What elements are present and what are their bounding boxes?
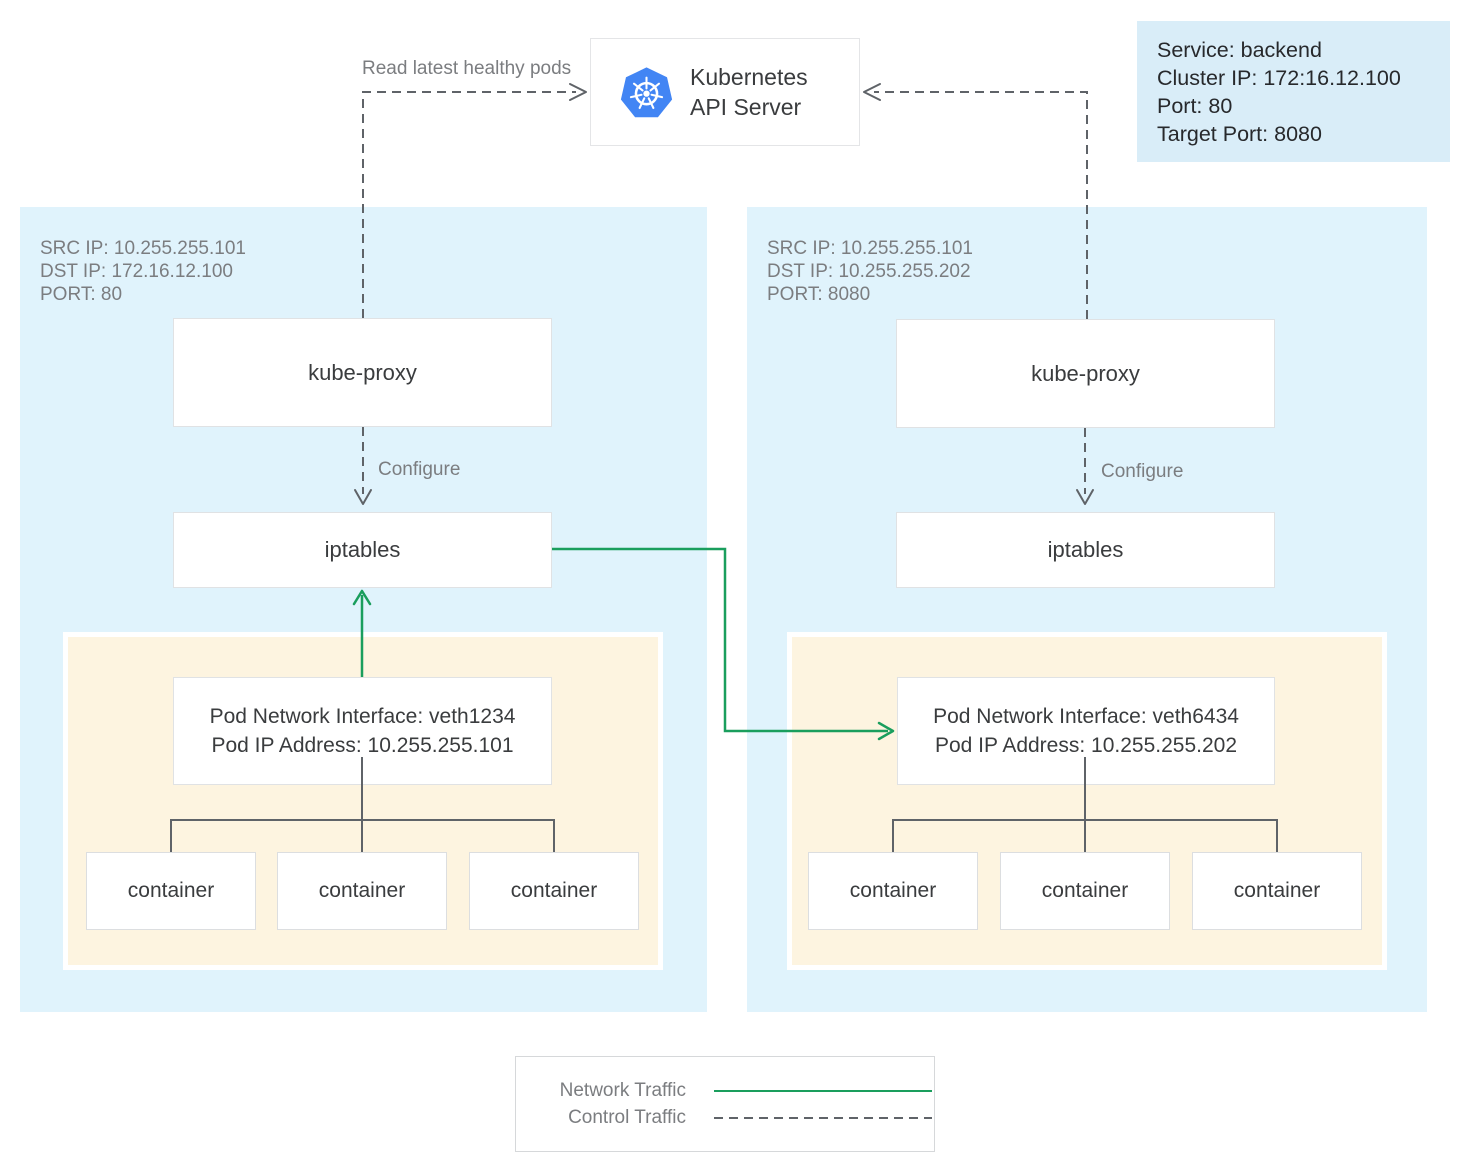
legend-box: Network Traffic Control Traffic <box>515 1056 935 1152</box>
iptables-label: iptables <box>1047 537 1124 562</box>
kube-proxy-box-right: kube-proxy <box>896 319 1275 428</box>
pod-ip-label: Pod IP Address: 10.255.255.202 <box>934 734 1238 757</box>
service-name-label: Service: backend <box>1157 38 1322 62</box>
api-server-box: Kubernetes API Server <box>590 38 860 146</box>
read-latest-pods-label: Read latest healthy pods <box>362 58 572 79</box>
packet-meta-right: SRC IP: 10.255.255.101 DST IP: 10.255.25… <box>767 237 973 306</box>
pod-interface-label: Pod Network Interface: veth6434 <box>933 705 1239 728</box>
kube-proxy-label: kube-proxy <box>1031 360 1140 386</box>
dst-ip-label: DST IP: 10.255.255.202 <box>767 261 971 282</box>
legend-row-network: Network Traffic <box>516 1080 934 1102</box>
pod-ip-label: Pod IP Address: 10.255.255.101 <box>211 734 514 757</box>
port-label: PORT: 8080 <box>767 284 871 305</box>
legend-network-label: Network Traffic <box>559 1079 686 1101</box>
container-label: container <box>1041 879 1129 902</box>
configure-label-right: Configure <box>1101 461 1184 482</box>
target-port-label: Target Port: 8080 <box>1157 122 1322 146</box>
container-box: container <box>808 852 978 930</box>
iptables-label: iptables <box>324 537 401 562</box>
packet-meta-left: SRC IP: 10.255.255.101 DST IP: 172.16.12… <box>40 237 246 306</box>
configure-label-left: Configure <box>378 459 461 480</box>
service-port-label: Port: 80 <box>1157 94 1233 118</box>
iptables-box-left: iptables <box>173 512 552 588</box>
src-ip-label: SRC IP: 10.255.255.101 <box>40 238 246 259</box>
container-label: container <box>127 879 215 902</box>
service-info-box: Service: backend Cluster IP: 172:16.12.1… <box>1137 21 1450 162</box>
arrowhead-left-icon <box>863 83 881 101</box>
pod-interface-box-right: Pod Network Interface: veth6434 Pod IP A… <box>897 677 1275 785</box>
network-traffic-line-sample <box>714 1089 932 1092</box>
kubernetes-logo-icon <box>620 66 673 117</box>
container-box: container <box>1000 852 1170 930</box>
container-box: container <box>469 852 639 930</box>
container-box: container <box>1192 852 1362 930</box>
container-label: container <box>849 879 937 902</box>
dst-ip-label: DST IP: 172.16.12.100 <box>40 261 233 282</box>
src-ip-label: SRC IP: 10.255.255.101 <box>767 238 973 259</box>
kube-proxy-label: kube-proxy <box>308 359 417 385</box>
pod-interface-box-left: Pod Network Interface: veth1234 Pod IP A… <box>173 677 552 785</box>
container-label: container <box>1233 879 1321 902</box>
container-box: container <box>277 852 447 930</box>
legend-row-control: Control Traffic <box>516 1107 934 1129</box>
container-box: container <box>86 852 256 930</box>
control-traffic-line-sample <box>714 1116 932 1119</box>
pod-interface-label: Pod Network Interface: veth1234 <box>209 705 516 728</box>
arrowhead-right-icon <box>569 83 587 101</box>
container-label: container <box>510 879 598 902</box>
kube-proxy-box-left: kube-proxy <box>173 318 552 427</box>
iptables-box-right: iptables <box>896 512 1275 588</box>
api-server-title: Kubernetes API Server <box>690 64 808 120</box>
container-label: container <box>318 879 406 902</box>
port-label: PORT: 80 <box>40 284 123 305</box>
cluster-ip-label: Cluster IP: 172:16.12.100 <box>1157 66 1401 90</box>
legend-control-label: Control Traffic <box>568 1106 686 1128</box>
